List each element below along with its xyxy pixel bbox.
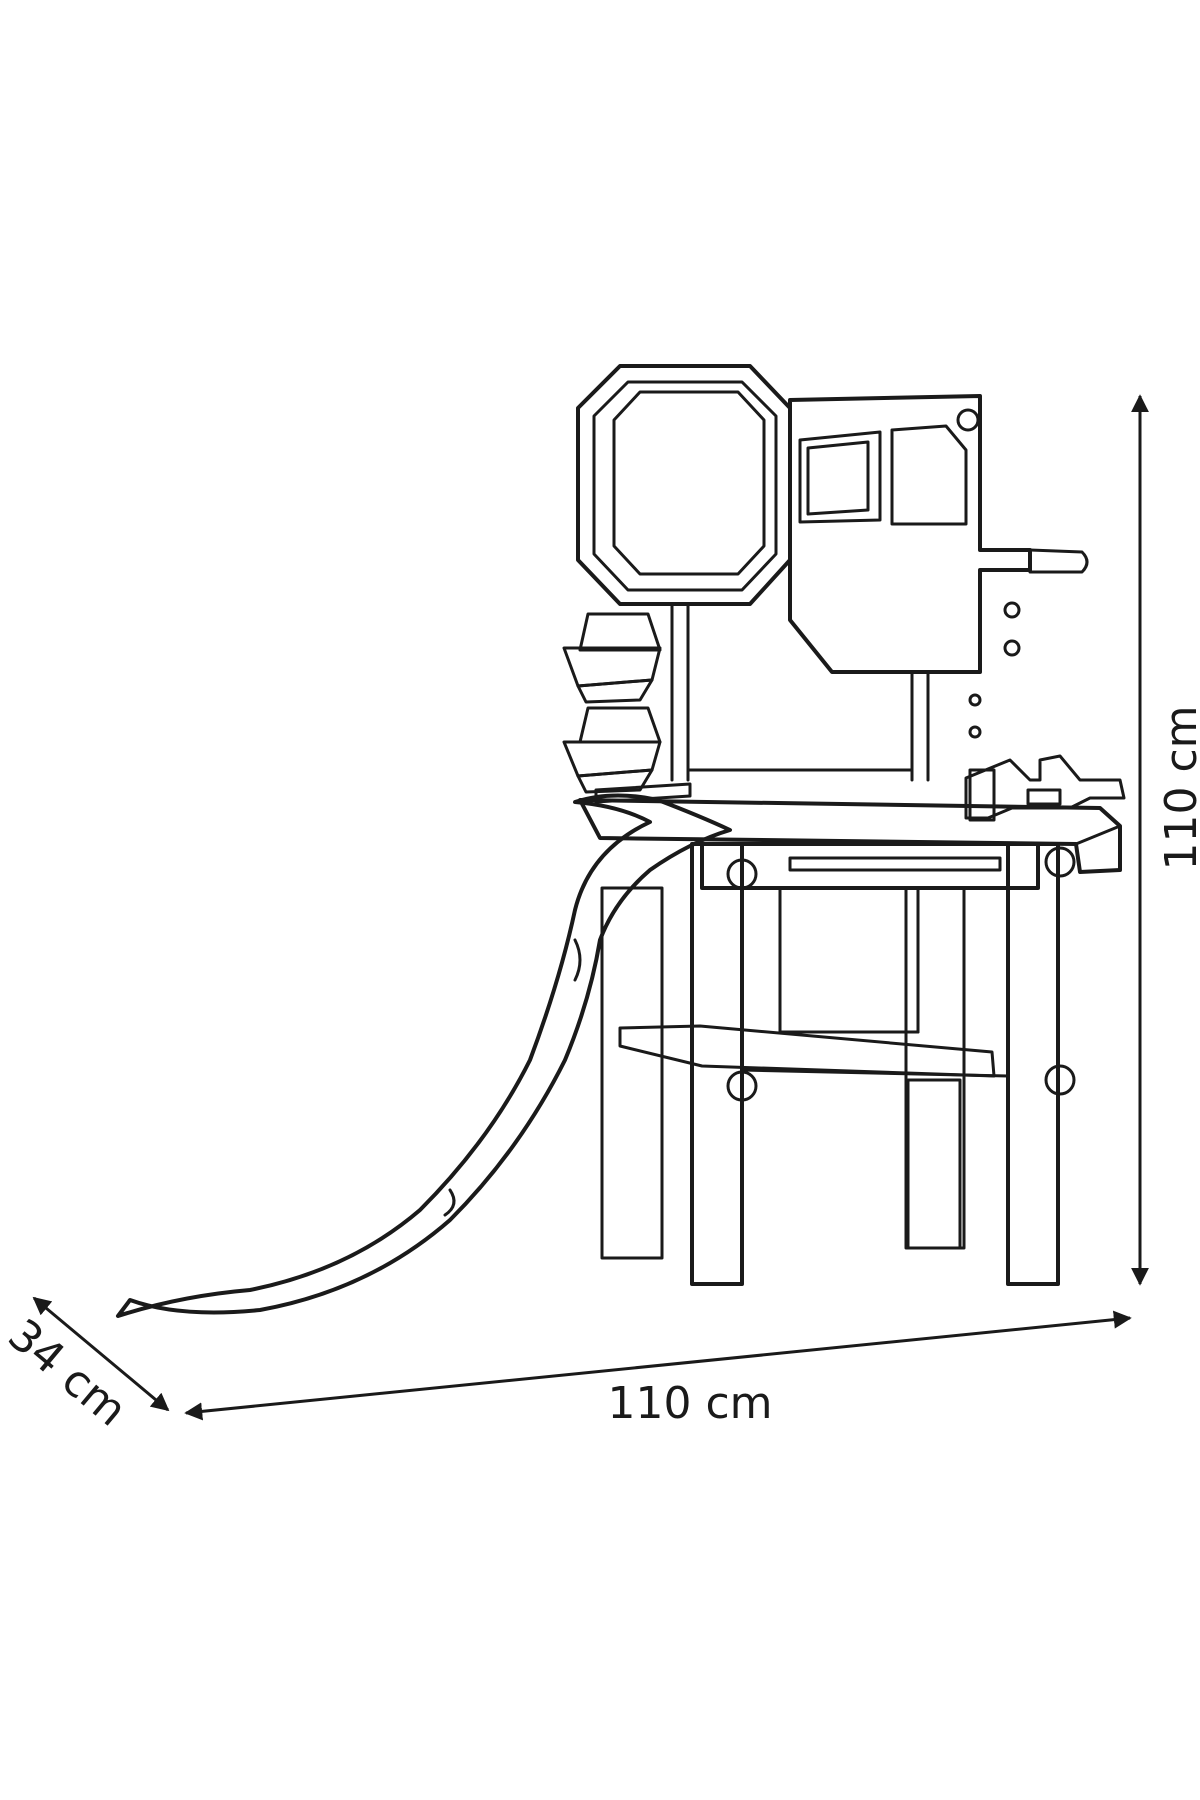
vise-tool — [964, 754, 1126, 822]
tool-panel — [788, 394, 1089, 739]
octagon-board — [576, 364, 792, 606]
front-legs — [690, 842, 1076, 1286]
front-frame — [700, 842, 1076, 890]
back-posts — [670, 602, 930, 782]
width-dimension: 110 cm — [184, 1310, 1132, 1429]
slide — [116, 793, 732, 1318]
width-label: 110 cm — [607, 1378, 772, 1429]
storage-bins — [562, 612, 662, 794]
workbench-illustration — [116, 364, 1126, 1318]
lower-shelf — [618, 1024, 1010, 1250]
depth-dimension: 34 cm — [0, 1296, 170, 1436]
height-label: 110 cm — [1156, 705, 1200, 870]
height-dimension: 110 cm — [1131, 394, 1200, 1286]
